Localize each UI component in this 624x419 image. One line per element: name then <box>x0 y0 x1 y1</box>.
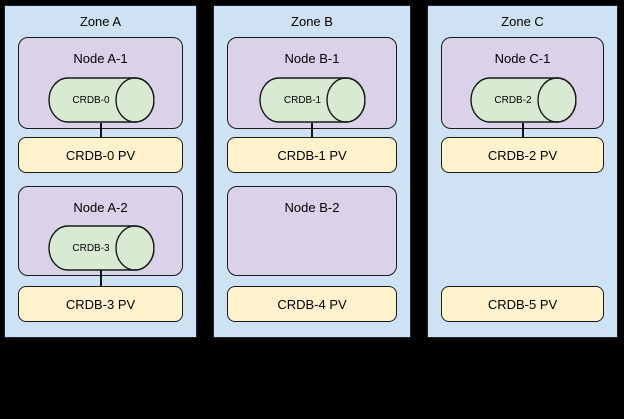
pod-crdb-2: CRDB-2 <box>469 77 576 123</box>
pod-pv-connector <box>99 123 102 138</box>
node-c1: Node C-1 CRDB-2 <box>441 37 604 129</box>
pv-crdb-4: CRDB-4 PV <box>227 286 397 322</box>
pod-pv-connector <box>521 123 524 138</box>
pv-crdb-2-label: CRDB-2 PV <box>487 147 558 163</box>
node-a1-label: Node A-1 <box>73 51 128 66</box>
node-a2: Node A-2 CRDB-3 <box>18 186 183 276</box>
node-c1-label: Node C-1 <box>494 51 551 66</box>
node-b2: Node B-2 <box>227 186 397 276</box>
pod-crdb-0-label: CRDB-0 <box>72 94 110 106</box>
pod-crdb-0: CRDB-0 <box>47 77 154 123</box>
pod-pv-connector <box>99 270 102 287</box>
cylinder-icon <box>47 77 154 123</box>
pv-crdb-3-label: CRDB-3 PV <box>65 296 136 312</box>
pv-crdb-0-label: CRDB-0 PV <box>65 147 136 163</box>
cylinder-icon <box>469 77 576 123</box>
pod-crdb-3: CRDB-3 <box>47 225 154 271</box>
pv-crdb-2: CRDB-2 PV <box>441 137 604 173</box>
pv-crdb-1-label: CRDB-1 PV <box>277 147 347 163</box>
node-b1-label: Node B-1 <box>284 51 340 66</box>
pod-pv-connector <box>311 123 313 138</box>
pv-crdb-5-label: CRDB-5 PV <box>487 296 558 312</box>
node-b1: Node B-1 CRDB-1 <box>227 37 397 129</box>
pod-crdb-1-label: CRDB-1 <box>283 94 322 106</box>
cylinder-icon <box>259 77 366 123</box>
pod-crdb-1: CRDB-1 <box>259 77 366 123</box>
zone-b-label: Zone B <box>291 14 333 29</box>
pv-crdb-0: CRDB-0 PV <box>18 137 183 173</box>
zone-c-label: Zone C <box>501 14 544 29</box>
pv-crdb-5: CRDB-5 PV <box>441 286 604 322</box>
cylinder-icon <box>47 225 154 271</box>
pv-crdb-3: CRDB-3 PV <box>18 286 183 322</box>
pod-crdb-2-label: CRDB-2 <box>494 94 532 106</box>
pv-crdb-1: CRDB-1 PV <box>227 137 397 173</box>
pv-crdb-4-label: CRDB-4 PV <box>277 296 347 312</box>
zone-b: Zone B Node B-1 CRDB-1 CRDB-1 PV Node B-… <box>213 5 411 338</box>
node-a2-label: Node A-2 <box>73 200 128 215</box>
zone-a: Zone A Node A-1 CRDB-0 CRDB-0 PV Node A-… <box>4 5 197 338</box>
pod-crdb-3-label: CRDB-3 <box>72 242 110 254</box>
node-a1: Node A-1 CRDB-0 <box>18 37 183 129</box>
node-b2-label: Node B-2 <box>284 200 340 215</box>
zone-a-label: Zone A <box>79 14 122 29</box>
zone-c: Zone C Node C-1 CRDB-2 CRDB-2 PV CRDB-5 … <box>427 5 618 338</box>
